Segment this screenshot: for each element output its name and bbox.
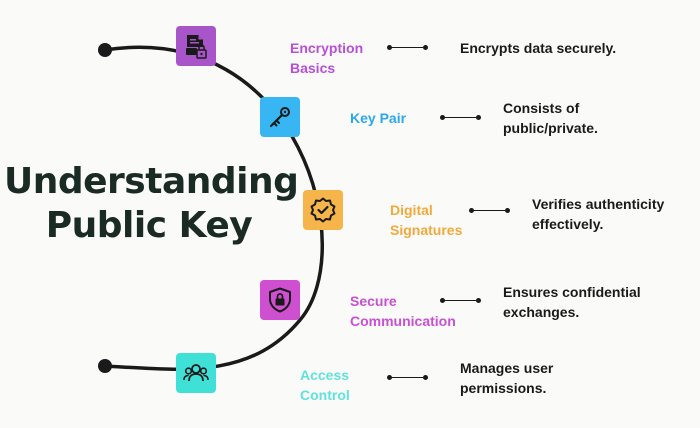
label-key-pair: Key Pair <box>350 110 407 126</box>
desc-digital-signatures: Verifies authenticity effectively. <box>532 196 665 232</box>
label-access-control: Access Control <box>300 367 350 403</box>
desc-encryption-basics: Encrypts data securely. <box>460 40 617 56</box>
label-encryption-basics: Encryption Basics <box>290 40 364 76</box>
document-lock-icon <box>186 35 207 59</box>
users-icon <box>183 364 209 382</box>
desc-access-control: Manages user permissions. <box>460 360 554 396</box>
page-title: Understanding Public Key <box>4 160 299 248</box>
connector-5 <box>387 374 428 380</box>
title-line-2: Public Key <box>45 205 253 246</box>
tile-secure-communication <box>260 280 300 320</box>
connector-2 <box>440 114 481 120</box>
label-digital-signatures: Digital Signatures <box>390 202 463 238</box>
tile-digital-signatures <box>303 190 343 230</box>
key-icon <box>269 107 290 128</box>
verified-badge-icon <box>310 197 336 223</box>
tile-access-control <box>176 353 216 393</box>
arc-end-dot <box>98 359 112 373</box>
title-line-1: Understanding <box>4 161 299 202</box>
label-secure-communication: Secure Communication <box>350 293 456 329</box>
desc-secure-communication: Ensures confidential exchanges. <box>503 284 641 320</box>
shield-lock-icon <box>269 287 291 313</box>
desc-key-pair: Consists of public/private. <box>503 100 598 136</box>
arc-start-dot <box>98 43 112 57</box>
tile-encryption-basics <box>176 26 216 66</box>
connector-3 <box>469 207 510 213</box>
connector-1 <box>387 44 428 50</box>
tile-key-pair <box>260 97 300 137</box>
connector-4 <box>440 297 481 303</box>
